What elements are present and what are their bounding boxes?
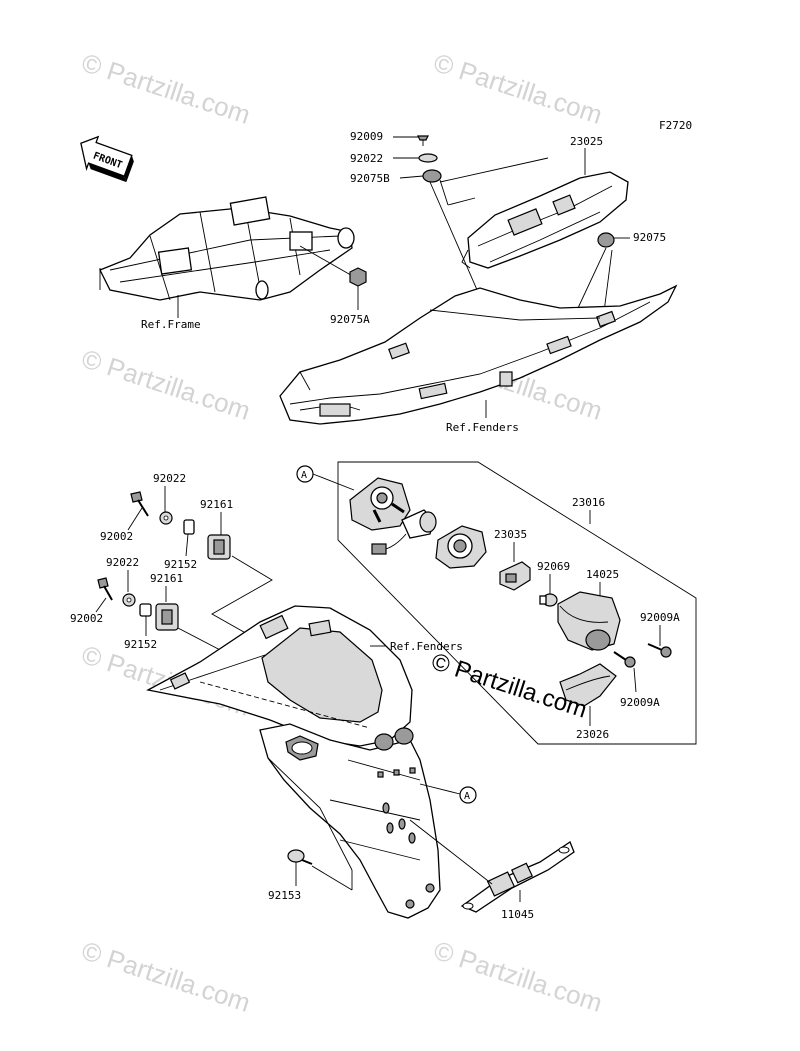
- front-arrow-icon: FRONT: [80, 135, 134, 183]
- part-14025-lens: [557, 591, 621, 651]
- part-92152-a-collar: [183, 519, 195, 535]
- part-92009A-b: [613, 651, 636, 668]
- label-23016: 23016: [572, 496, 605, 509]
- label-92161-b: 92161: [150, 572, 183, 585]
- watermark: © Partzilla.com: [78, 47, 254, 130]
- svg-text:© Partzilla.com: © Partzilla.com: [430, 935, 606, 1018]
- svg-text:© Partzilla.com: © Partzilla.com: [78, 343, 254, 426]
- label-23035: 23035: [494, 528, 527, 541]
- label-92022-b: 92022: [106, 556, 139, 569]
- label-92002-b: 92002: [70, 612, 103, 625]
- taillight-housing: [435, 525, 487, 569]
- part-92161-b-damper: [155, 603, 179, 631]
- label-92002-a: 92002: [100, 530, 133, 543]
- part-92075: [597, 232, 615, 248]
- label-92075A: 92075A: [330, 313, 370, 326]
- part-92069-bulb: [539, 593, 558, 607]
- part-92075A: 92075A: [330, 267, 370, 326]
- part-92022-washer: [418, 153, 438, 163]
- group-23016-frame: [337, 461, 697, 745]
- fender-lower: [146, 605, 441, 919]
- label-14025: 14025: [586, 568, 619, 581]
- part-23035: [499, 561, 531, 591]
- watermark: © Partzilla.com: [78, 935, 254, 1018]
- part-92153: [287, 849, 313, 865]
- part-92002-b-bolt: [97, 577, 113, 601]
- part-92009-screw: [417, 135, 429, 146]
- label-92152-a: 92152: [164, 558, 197, 571]
- bulb-socket: [371, 509, 437, 555]
- watermark: © Partzilla.com: [78, 343, 254, 426]
- watermark: © Partzilla.com: [430, 935, 606, 1018]
- part-11045-bracket: [460, 841, 575, 913]
- svg-text:© Partzilla.com: © Partzilla.com: [430, 47, 606, 130]
- label-92161-a: 92161: [200, 498, 233, 511]
- ref-frame-label: Ref.Frame: [141, 318, 201, 331]
- svg-text:A: A: [301, 470, 307, 481]
- frame-drawing: Ref.Frame: [99, 196, 357, 331]
- part-92075B-grommet: [422, 169, 442, 183]
- ref-fenders-upper-label: Ref.Fenders: [446, 421, 519, 434]
- part-92022-a-washer: [159, 511, 173, 525]
- callout-a-upper: A: [296, 465, 314, 483]
- label-92009A-b: 92009A: [620, 696, 660, 709]
- part-92009A-a: [647, 643, 672, 658]
- label-92153: 92153: [268, 889, 301, 902]
- figure-code: F2720: [659, 119, 692, 132]
- ref-fenders-lower-label: Ref.Fenders: [390, 640, 463, 653]
- part-92161-a-damper: [207, 534, 231, 560]
- label-11045: 11045: [501, 908, 534, 921]
- label-92022-a: 92022: [153, 472, 186, 485]
- fender-upper: [279, 284, 678, 425]
- label-92009: 92009: [350, 130, 383, 143]
- label-92009A-a: 92009A: [640, 611, 680, 624]
- callout-a-lower: A: [459, 786, 477, 804]
- taillight-base: [349, 477, 411, 531]
- cover-23025: [461, 171, 629, 269]
- label-92075: 92075: [633, 231, 666, 244]
- label-92152-b: 92152: [124, 638, 157, 651]
- svg-text:© Partzilla.com: © Partzilla.com: [78, 47, 254, 130]
- label-92075B: 92075B: [350, 172, 390, 185]
- part-92022-b-washer: [122, 593, 136, 607]
- part-23026: [559, 663, 617, 707]
- label-92069: 92069: [537, 560, 570, 573]
- part-92002-a-bolt: [130, 491, 149, 517]
- watermark: © Partzilla.com: [430, 47, 606, 130]
- label-23025: 23025: [570, 135, 603, 148]
- svg-text:© Partzilla.com: © Partzilla.com: [78, 935, 254, 1018]
- label-23026: 23026: [576, 728, 609, 741]
- label-92022: 92022: [350, 152, 383, 165]
- part-92152-b-collar: [139, 603, 152, 617]
- svg-text:A: A: [464, 791, 470, 802]
